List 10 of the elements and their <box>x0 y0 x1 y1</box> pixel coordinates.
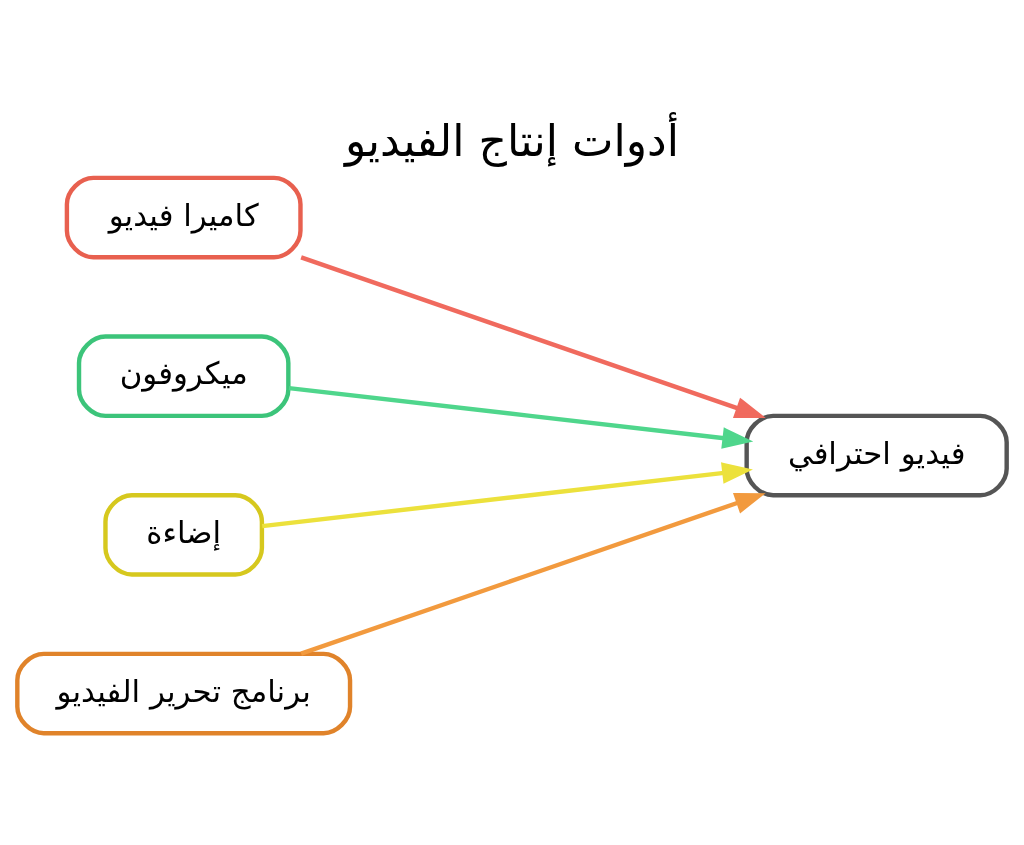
node-box: ميكروفون <box>76 334 291 419</box>
diagram-title: أدوات إنتاج الفيديو <box>345 114 679 166</box>
arrow <box>300 493 766 656</box>
node-box: برنامج تحرير الفيديو <box>15 651 353 736</box>
node-box: كاميرا فيديو <box>64 175 303 260</box>
node-box: فيديو احترافي <box>744 413 1009 498</box>
arrow <box>261 462 753 529</box>
arrow <box>300 255 766 419</box>
node-box: إضاءة <box>103 493 265 577</box>
arrow <box>288 385 754 449</box>
